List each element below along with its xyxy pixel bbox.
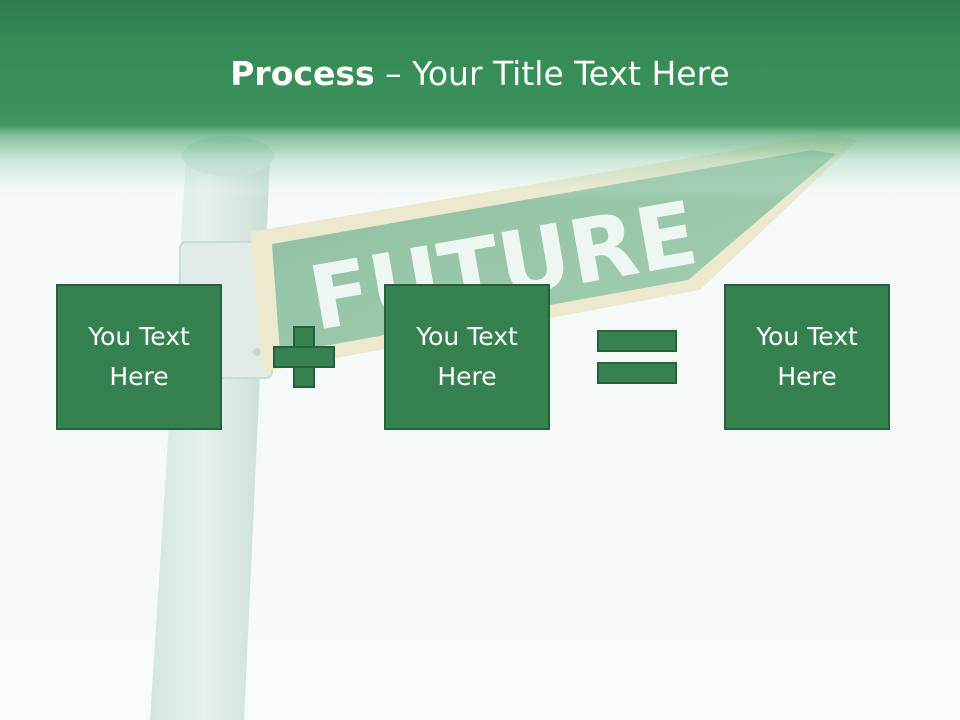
title-banner	[0, 0, 960, 200]
text-box-1[interactable]: You Text Here	[56, 284, 222, 430]
title-rest-part: – Your Title Text Here	[374, 54, 730, 93]
text-box-3[interactable]: You Text Here	[724, 284, 890, 430]
text-box-2-label: You Text Here	[416, 322, 518, 391]
equals-icon	[597, 330, 677, 384]
title-bold-part: Process	[230, 54, 375, 93]
slide-title[interactable]: Process – Your Title Text Here	[0, 52, 960, 96]
text-box-2[interactable]: You Text Here	[384, 284, 550, 430]
text-box-1-label: You Text Here	[88, 322, 190, 391]
text-box-3-label: You Text Here	[756, 322, 858, 391]
plus-icon	[273, 326, 335, 388]
